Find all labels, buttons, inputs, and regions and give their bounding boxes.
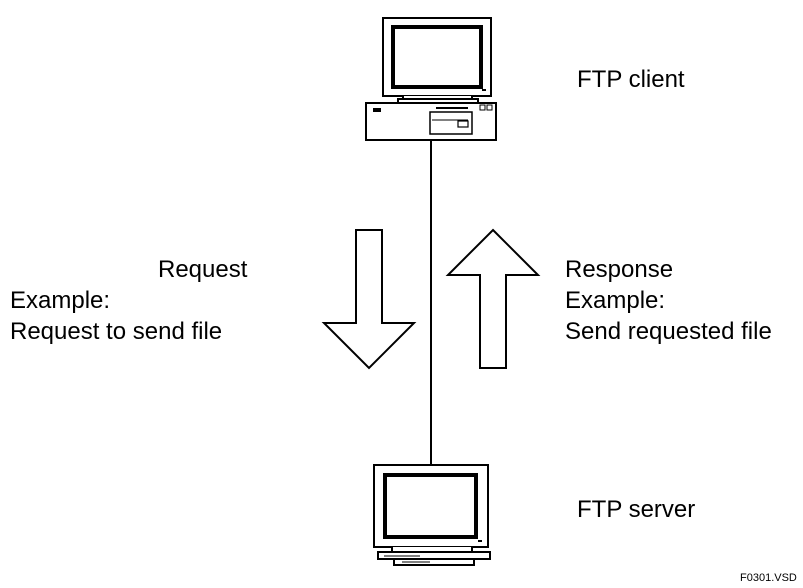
- ftp-server-label: FTP server: [577, 496, 696, 523]
- figure-code: F0301.VSD: [740, 572, 797, 584]
- request-title: Request: [158, 256, 248, 283]
- request-example-label: Example:: [10, 287, 111, 314]
- response-example-text: Send requested file: [565, 318, 772, 345]
- ftp-client-label: FTP client: [577, 66, 685, 93]
- ftp-client-computer-icon: [365, 17, 497, 141]
- response-example-label: Example:: [565, 287, 666, 314]
- ftp-server-computer-icon: [373, 464, 491, 566]
- response-title: Response: [565, 256, 674, 283]
- response-arrow-up-icon: [445, 228, 541, 369]
- request-arrow-down-icon: [321, 229, 417, 370]
- request-example-text: Request to send file: [10, 318, 223, 345]
